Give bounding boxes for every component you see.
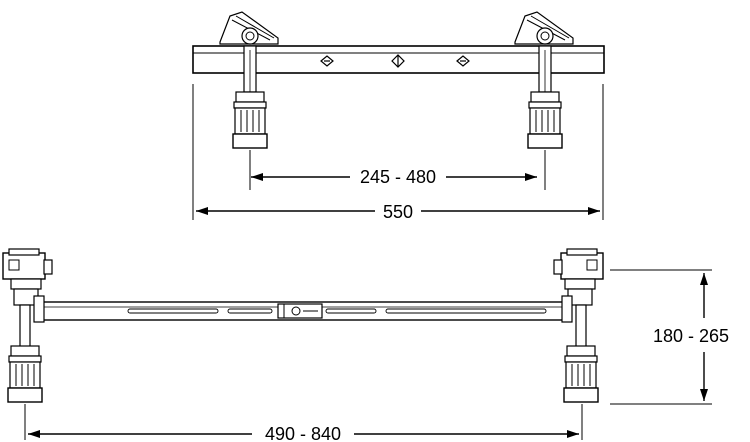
height-dimension-label: 180 - 265 xyxy=(653,326,729,346)
bottom-left-support xyxy=(2,248,53,403)
outer-dimension-label: 550 xyxy=(383,202,413,222)
bar-coupling xyxy=(277,303,323,319)
rail-marker-right xyxy=(456,55,470,67)
width-dimension-label: 490 - 840 xyxy=(265,424,341,442)
rail-marker-center xyxy=(391,54,405,68)
inner-dimension-label: 245 - 480 xyxy=(360,167,436,187)
top-left-bracket xyxy=(219,11,279,45)
bottom-assembly: 490 - 840 180 - 265 xyxy=(2,248,729,442)
top-right-foot xyxy=(527,91,563,149)
rail-marker-left xyxy=(320,55,334,67)
top-right-bracket xyxy=(514,11,574,45)
bottom-right-support xyxy=(553,248,604,403)
top-left-foot xyxy=(232,91,268,149)
top-assembly: 245 - 480 550 xyxy=(192,11,605,222)
